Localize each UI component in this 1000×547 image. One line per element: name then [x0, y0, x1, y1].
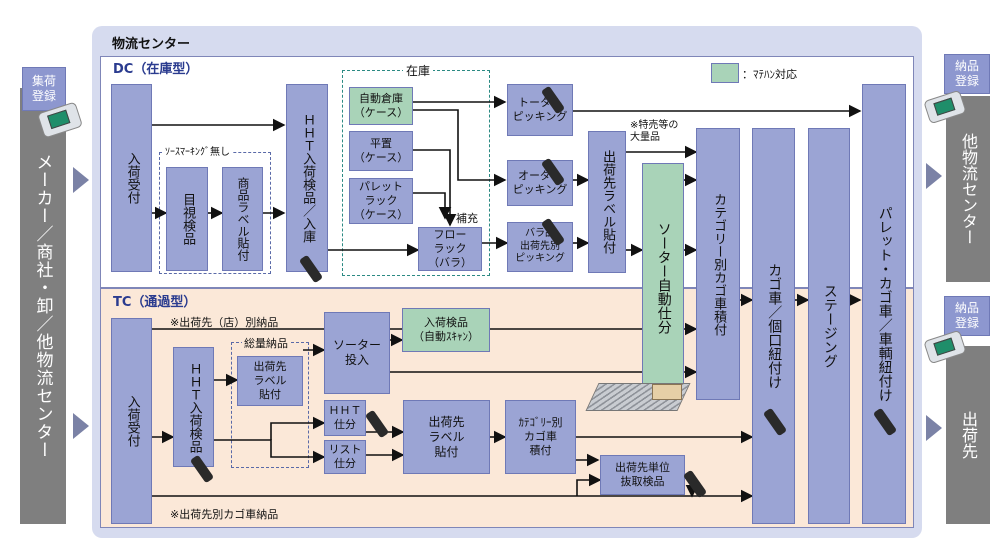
right-top-column: 他物流センター — [946, 96, 990, 282]
right-bottom-tag: 納品 登録 — [944, 296, 990, 336]
nyuka-kenpin-auto-box: 入荷検品 （自動ｽｷｬﾝ） — [402, 308, 490, 352]
dc-hht-text: ＨＨＴ入荷検品／入庫 — [300, 113, 316, 243]
dc-label-box: 商品ラベル貼付 — [222, 167, 263, 271]
list-shiwake-box: リスト 仕分 — [324, 440, 366, 474]
heichi-text: 平置 （ケース） — [353, 137, 409, 164]
kago-koguchi-box: カゴ車／個口紐付け — [752, 128, 795, 524]
zaiko-label: 在庫 — [403, 62, 434, 79]
hht-shiwake-text: ＨＨＴ 仕分 — [328, 404, 362, 431]
list-shiwake-text: リスト 仕分 — [328, 443, 362, 470]
legend-text: ：ﾏﾃﾊﾝ対応 — [742, 68, 797, 81]
tokubai-note: ※特売等の 大量品 — [630, 120, 679, 143]
dc-mokushi-text: 目視検品 — [180, 193, 196, 245]
nyuka-kenpin-auto-text: 入荷検品 （自動ｽｷｬﾝ） — [413, 316, 479, 343]
shukka-label-text: 出荷先ラベル貼付 — [600, 150, 616, 254]
tc-shukka-label-box: 出荷先 ラベル 貼付 — [403, 400, 490, 474]
staging-text: ステージング — [821, 284, 838, 368]
source-marking-label: ｿｰｽﾏｰｷﾝｸﾞ無し — [163, 143, 232, 158]
arrow-in-bottom-icon — [73, 413, 89, 439]
tc-shukka-label-text: 出荷先 ラベル 貼付 — [428, 414, 465, 459]
tc-label-box: 出荷先 ラベル 貼付 — [237, 356, 303, 406]
legend-swatch — [711, 63, 739, 83]
bara-picking-box: バラ品 出荷先別 ピッキング — [507, 222, 573, 272]
left-source-column: メーカー／商社・卸／他物流センター — [20, 88, 66, 524]
order-picking-box: オーダー ピッキング — [507, 160, 573, 206]
sorter-auto-text: ソーター自動仕分 — [655, 222, 672, 334]
dc-title: DC（在庫型） — [113, 62, 199, 77]
tc-hht-text: ＨＨＴ入荷検品 — [186, 361, 202, 453]
hht-shiwake-box: ＨＨＴ 仕分 — [324, 400, 366, 436]
left-shuka-tag: 集荷 登録 — [22, 67, 66, 111]
right-bottom-label: 出荷先 — [959, 411, 978, 459]
tc-nyuka-box: 入荷受付 — [111, 318, 152, 524]
auto-soko-box: 自動倉庫 （ケース） — [349, 87, 413, 125]
auto-soko-text: 自動倉庫 （ケース） — [353, 92, 409, 119]
right-top-tag-text: 納品 登録 — [954, 59, 979, 88]
category-kago-tc-text: ｶﾃｺﾞﾘｰ別 カゴ車 積付 — [518, 416, 563, 457]
category-kago-text: カテゴリー別カゴ車積付 — [711, 192, 727, 336]
left-shuka-tag-text: 集荷 登録 — [31, 74, 56, 103]
pallet-kago-box: パレット・カゴ車／車輌紐付け — [862, 84, 906, 524]
sorter-boxes-icon — [652, 384, 682, 400]
bassui-text: 出荷先単位 抜取検品 — [615, 461, 670, 488]
right-bottom-tag-text: 納品 登録 — [954, 301, 979, 330]
kago-koguchi-text: カゴ車／個口紐付け — [766, 263, 783, 389]
right-top-label: 他物流センター — [959, 133, 978, 245]
dc-nyuka-box: 入荷受付 — [111, 84, 152, 272]
arrow-out-bottom-icon — [926, 415, 942, 441]
flow-rack-box: フロー ラック （バラ） — [418, 227, 482, 271]
center-title: 物流センター — [112, 37, 191, 52]
pallet-rack-text: パレット ラック （ケース） — [353, 180, 409, 221]
dc-mokushi-box: 目視検品 — [166, 167, 208, 271]
bassui-box: 出荷先単位 抜取検品 — [600, 455, 685, 495]
dc-hht-box: ＨＨＴ入荷検品／入庫 — [286, 84, 328, 272]
sorter-tounyu-box: ソーター 投入 — [324, 312, 390, 394]
hojuu-label: 補充 — [456, 212, 478, 225]
category-kago-tc-box: ｶﾃｺﾞﾘｰ別 カゴ車 積付 — [505, 400, 576, 474]
flow-rack-text: フロー ラック （バラ） — [428, 228, 472, 269]
pallet-rack-box: パレット ラック （ケース） — [349, 178, 413, 224]
staging-box: ステージング — [808, 128, 850, 524]
sorter-auto-box: ソーター自動仕分 — [642, 163, 684, 393]
tc-title: TC（通過型） — [113, 295, 197, 310]
dc-nyuka-text: 入荷受付 — [124, 152, 140, 204]
pallet-kago-text: パレット・カゴ車／車輌紐付け — [876, 206, 893, 402]
dc-label-text: 商品ラベル貼付 — [236, 177, 250, 261]
sorter-tounyu-text: ソーター 投入 — [332, 338, 381, 367]
shukka-label-box: 出荷先ラベル貼付 — [588, 131, 626, 273]
right-bottom-column: 出荷先 — [946, 346, 990, 524]
heichi-box: 平置 （ケース） — [349, 131, 413, 171]
tc-nyuka-text: 入荷受付 — [124, 395, 140, 447]
category-kago-box: カテゴリー別カゴ車積付 — [696, 128, 740, 400]
tc-label-text: 出荷先 ラベル 貼付 — [253, 360, 287, 401]
arrow-out-top-icon — [926, 163, 942, 189]
right-top-tag: 納品 登録 — [944, 54, 990, 94]
tc-note-bottom: ※出荷先別カゴ車納品 — [170, 508, 279, 521]
left-source-label: メーカー／商社・卸／他物流センター — [32, 153, 53, 459]
tc-note-top: ※出荷先（店）別納品 — [170, 316, 279, 329]
arrow-in-top-icon — [73, 167, 89, 193]
tc-hht-box: ＨＨＴ入荷検品 — [173, 347, 214, 467]
souryou-label: 総量納品 — [242, 335, 290, 351]
bara-picking-text: バラ品 出荷先別 ピッキング — [515, 228, 565, 265]
